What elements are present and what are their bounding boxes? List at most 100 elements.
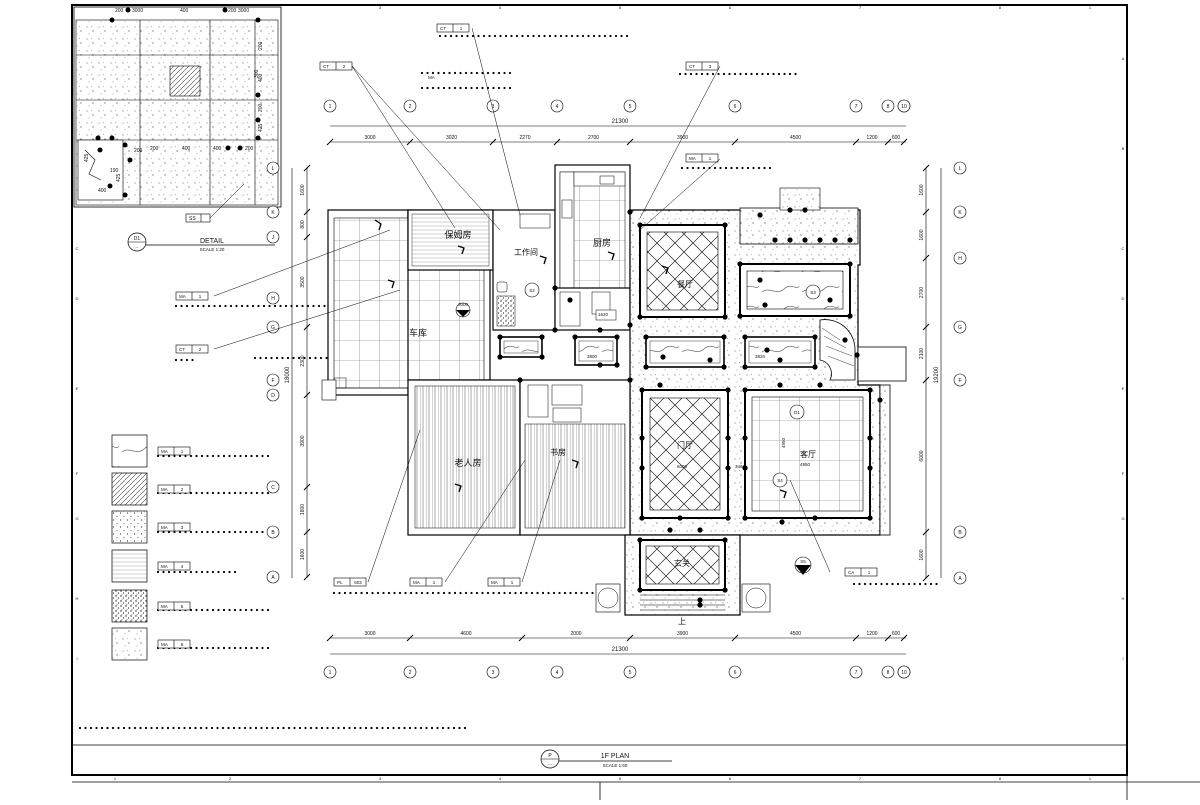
room-hall: 门厅 6000 3460 — [641, 389, 746, 519]
dot-mark — [268, 304, 271, 308]
legend-swatch — [111, 434, 148, 468]
dot-mark — [275, 356, 279, 360]
column-dot — [572, 334, 578, 340]
detail-dim-right-4: 425 — [258, 123, 264, 132]
dot-mark — [442, 591, 446, 595]
dot-mark — [174, 358, 178, 362]
grid-bubble-right — [953, 161, 967, 175]
dot-mark — [156, 570, 160, 574]
dot-mark — [232, 726, 236, 730]
detail-dim-misc-3: 400 — [213, 146, 222, 152]
dot-mark — [381, 726, 384, 730]
dot-mark — [297, 356, 301, 360]
dot-mark — [319, 356, 323, 360]
grid-column-label: 6 — [734, 104, 737, 110]
dot-mark — [739, 72, 742, 76]
dot-mark — [459, 71, 462, 75]
dot-mark — [304, 726, 307, 730]
dim-left-segment: 1600 — [300, 184, 306, 195]
dot-mark — [211, 608, 215, 612]
grid-column-label: 5 — [629, 670, 632, 676]
dot-mark — [211, 570, 215, 574]
grid-bubble-right — [953, 251, 967, 265]
dim-top-tick — [626, 138, 634, 146]
legend-code: MA — [161, 642, 168, 647]
column-dot — [867, 515, 873, 521]
column-dot — [517, 377, 523, 383]
dot-mark — [387, 591, 391, 595]
column-dot — [639, 387, 645, 393]
dot-mark — [558, 591, 561, 595]
dim-bottom-segment: 3900 — [677, 631, 688, 637]
legend-code: MA — [161, 564, 168, 569]
grid-row-label: F — [958, 378, 961, 384]
column-dot — [721, 334, 727, 340]
dim-left-segment: 1800 — [300, 504, 306, 515]
dot-mark — [458, 726, 461, 730]
dot-mark — [459, 591, 462, 595]
dot-mark — [253, 356, 257, 360]
column-dot — [639, 435, 645, 441]
border-mark-right: H — [1122, 596, 1125, 601]
dim-right-total: 19200 — [934, 366, 940, 383]
detail-dim-right-1: 200 — [258, 41, 264, 50]
border-mark-right: G — [1121, 516, 1124, 521]
sheet-ref-id: P — [548, 753, 552, 759]
dot-mark — [585, 591, 589, 595]
grid-row-label: K — [271, 210, 275, 216]
sheet-frame — [71, 4, 1200, 800]
grid-column-label: 8 — [887, 670, 890, 676]
detail-scale: SCALE 1:20 — [200, 247, 225, 252]
column-dot — [539, 354, 545, 360]
grid-bubble-bottom — [323, 665, 337, 679]
dot-mark — [184, 454, 187, 458]
dot-mark — [464, 86, 468, 90]
column-dot — [707, 357, 713, 363]
dot-mark — [453, 86, 457, 90]
grid-bubble-top — [881, 99, 895, 113]
dot-mark — [913, 582, 916, 586]
label-work: 工作间 — [514, 247, 538, 257]
dim-misc-b: 3820 — [755, 354, 766, 359]
dot-mark — [249, 726, 252, 730]
grid-row-label: G — [271, 325, 275, 331]
dim-right-segment: 2100 — [919, 348, 925, 359]
grid-bubble-right — [953, 571, 967, 585]
column-dot — [847, 261, 853, 267]
dot-mark — [229, 304, 233, 308]
dot-mark — [211, 491, 215, 495]
dot-mark — [261, 454, 264, 458]
column-dot — [725, 515, 731, 521]
column-dot — [614, 362, 620, 368]
corridor-niches: 3800 3820 1620 — [499, 312, 816, 368]
grid-column-label: 4 — [556, 104, 559, 110]
dim-left-tick — [303, 528, 311, 536]
label-elder: 老人房 — [454, 457, 481, 469]
grid-row-label: B — [958, 530, 962, 536]
dot-mark — [772, 72, 775, 76]
legend-swatch — [111, 510, 148, 544]
dim-top-tick — [852, 138, 860, 146]
grid-bubble-right — [953, 205, 967, 219]
dot-mark — [375, 726, 379, 730]
dot-mark — [156, 454, 160, 458]
grid-column-bubbles-bottom: 12345678910 — [323, 665, 911, 679]
dot-mark — [552, 591, 556, 595]
dot-mark — [929, 582, 933, 586]
border-mark-bottom: 4 — [499, 776, 502, 781]
dot-mark — [250, 608, 253, 612]
legend-swatch — [111, 627, 148, 661]
border-mark-bottom: 7 — [859, 776, 862, 781]
dot-mark — [298, 726, 302, 730]
dim-top-tick — [326, 138, 334, 146]
label-living: 客厅 — [800, 449, 816, 459]
grid-row-label: B — [271, 530, 275, 536]
dim-left-segment: 3500 — [300, 276, 306, 287]
border-mark-right: D — [1122, 296, 1125, 301]
grid-bubble-bottom — [486, 665, 500, 679]
column-dot — [817, 237, 823, 243]
